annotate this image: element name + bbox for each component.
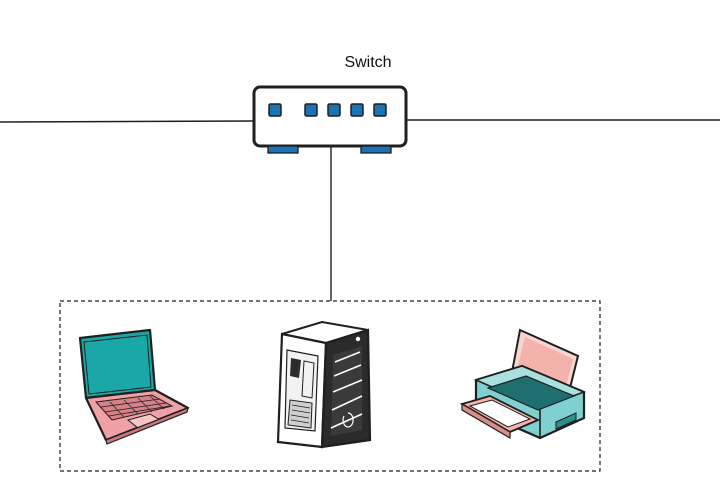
switch-foot-right bbox=[360, 145, 392, 154]
switch-port bbox=[304, 103, 318, 117]
switch-port bbox=[327, 103, 341, 117]
switch-foot-left bbox=[267, 145, 299, 154]
switch-label: Switch bbox=[344, 54, 392, 71]
uplink-left bbox=[0, 120, 255, 123]
switch-port bbox=[268, 103, 282, 117]
switch-port bbox=[373, 103, 387, 117]
switch-port bbox=[350, 103, 364, 117]
laptop-icon[interactable] bbox=[78, 328, 190, 445]
desktop-tower-icon[interactable] bbox=[276, 320, 372, 449]
switch-icon[interactable] bbox=[252, 85, 408, 154]
printer-icon[interactable] bbox=[459, 328, 587, 440]
device-group bbox=[59, 300, 601, 472]
